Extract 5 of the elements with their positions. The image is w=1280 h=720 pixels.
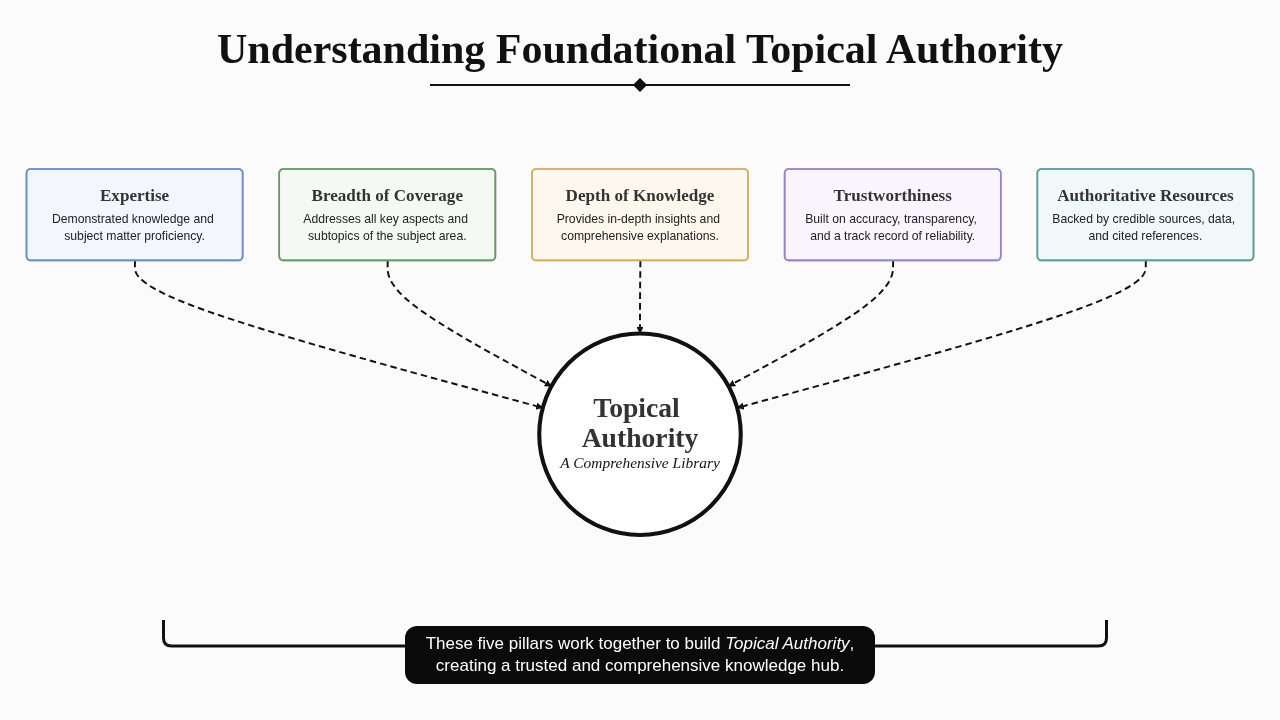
arrow xyxy=(386,259,552,387)
arrow xyxy=(728,259,895,387)
diagram-title: Understanding Foundational Topical Authority xyxy=(216,25,1064,72)
node-circle: Topical Authority A Comprehensive Library xyxy=(537,331,743,538)
caption: These five pillars work together to build Topical Authority, creating a trusted and comprehensive knowledge hub. xyxy=(405,626,875,685)
